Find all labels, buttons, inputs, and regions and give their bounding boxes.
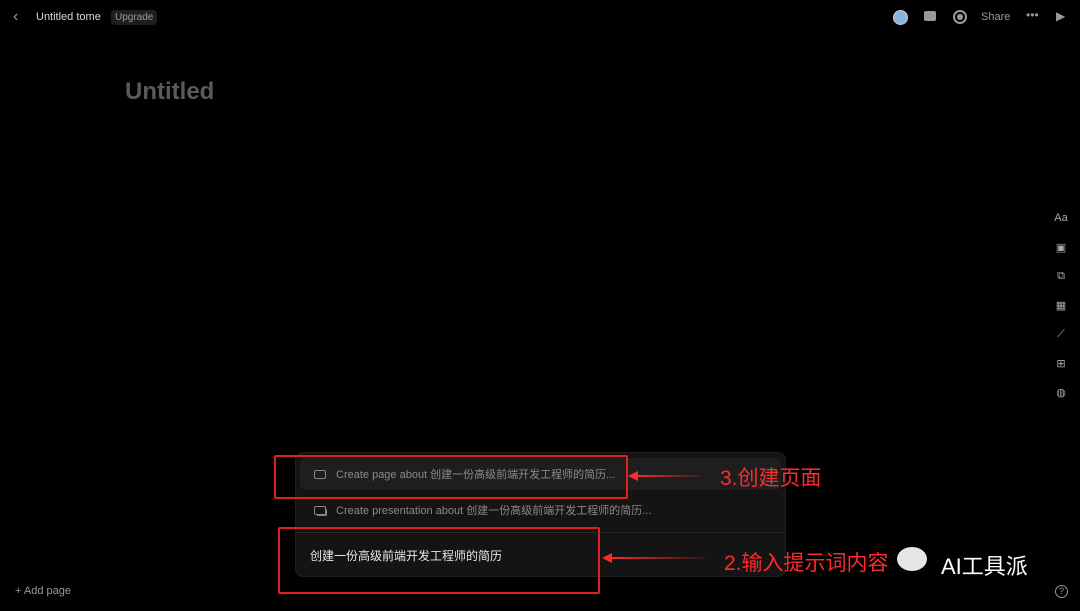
page-title[interactable]: Untitled	[125, 78, 215, 105]
add-page-button[interactable]: + Add page	[15, 585, 71, 597]
share-button[interactable]: Share	[981, 11, 1011, 23]
image-icon[interactable]: ▣	[1055, 242, 1067, 254]
arrow-icon	[602, 553, 612, 563]
upgrade-button[interactable]: Upgrade	[111, 10, 158, 25]
prompt-menu: Create page about 创建一份高级前端开发工程师的简历... Cr…	[295, 452, 786, 577]
page-icon	[314, 469, 326, 479]
option-label: Create presentation about 创建一份高级前端开发工程师的…	[336, 505, 652, 517]
highlight-box-create	[274, 455, 628, 499]
avatar[interactable]	[893, 10, 908, 25]
palette-icon[interactable]: ◍	[1056, 387, 1066, 399]
highlight-box-input	[278, 527, 600, 594]
create-presentation-option[interactable]: Create presentation about 创建一份高级前端开发工程师的…	[300, 494, 781, 526]
back-icon[interactable]: ‹	[13, 8, 19, 25]
chart-icon[interactable]: ⟋	[1057, 328, 1065, 340]
arrow-line	[610, 557, 705, 559]
wechat-icon	[897, 547, 927, 571]
watermark: AI工具派	[941, 554, 1028, 579]
comment-icon[interactable]	[924, 11, 936, 21]
option-label: Create page about 创建一份高级前端开发工程师的简历...	[336, 469, 616, 481]
table-icon[interactable]: ▦	[1055, 300, 1067, 312]
document-title[interactable]: Untitled tome	[36, 11, 101, 23]
text-style-icon[interactable]: Aa	[1054, 212, 1068, 224]
grid-icon[interactable]: ⊞	[1056, 358, 1066, 370]
play-icon[interactable]: ▶	[1056, 9, 1066, 23]
shapes-icon[interactable]: ⧉	[1057, 270, 1065, 282]
help-icon[interactable]: ?	[1055, 585, 1068, 598]
record-icon[interactable]	[953, 10, 967, 24]
prompt-input[interactable]: 创建一份高级前端开发工程师的简历	[310, 549, 503, 563]
create-page-option[interactable]: Create page about 创建一份高级前端开发工程师的简历...	[300, 458, 781, 490]
more-icon[interactable]: •••	[1026, 8, 1039, 22]
annotation-step2: 2.输入提示词内容	[724, 552, 889, 575]
arrow-icon	[628, 471, 638, 481]
annotation-step3: 3.创建页面	[720, 467, 822, 490]
divider	[296, 532, 785, 533]
arrow-line	[636, 475, 701, 477]
presentation-icon	[314, 505, 326, 515]
